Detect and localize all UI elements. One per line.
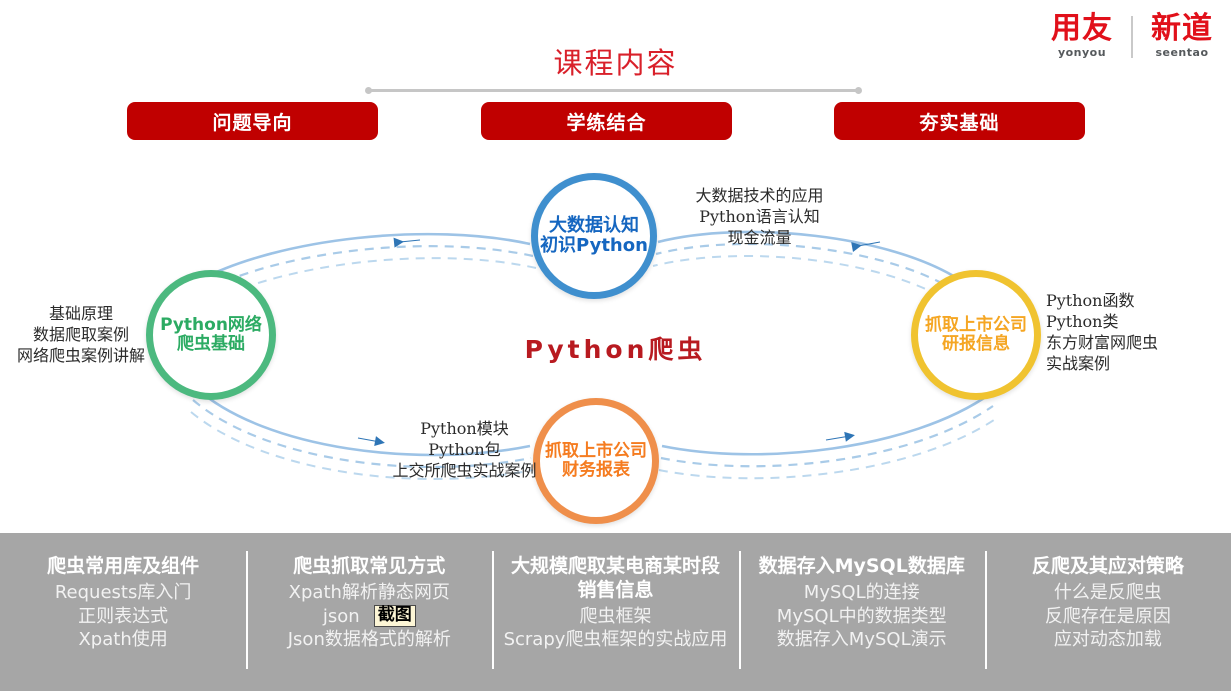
- strip-item-0-2: Xpath使用: [78, 629, 168, 651]
- caption-left-1: 数据爬取案例: [32, 325, 129, 345]
- diagram-center-label: Python爬虫: [524, 335, 707, 364]
- strip-item-2-1: Scrapy爬虫框架的实战应用: [503, 629, 728, 651]
- strip-item-0-0: Requests库入门: [54, 581, 192, 603]
- node-green-line1: Python网络: [160, 314, 262, 335]
- logo-yonyou: 用友 yonyou: [1051, 11, 1113, 60]
- caption-right-3: 实战案例: [1046, 354, 1111, 374]
- strip-column-libraries: 爬虫常用库及组件 Requests库入门 正则表达式 Xpath使用: [0, 533, 246, 691]
- strip-item-1-1-row: json 截图: [323, 605, 416, 629]
- strip-item-3-0: MySQL的连接: [803, 581, 920, 603]
- strip-item-1-2: Json数据格式的解析: [287, 629, 451, 651]
- strip-item-1-1: json: [322, 605, 360, 627]
- strip-item-1-0: Xpath解析静态网页: [288, 581, 450, 603]
- caption-right-2: 东方财富网爬虫: [1046, 333, 1159, 353]
- strip-item-0-1: 正则表达式: [78, 605, 169, 627]
- strip-column-anti-crawler: 反爬及其应对策略 什么是反爬虫 反爬存在是原因 应对动态加载: [984, 533, 1231, 691]
- caption-top-2: 现金流量: [727, 228, 792, 248]
- caption-right: Python函数 Python类 东方财富网爬虫 实战案例: [1046, 290, 1216, 374]
- strip-column-ecommerce: 大规模爬取某电商某时段销售信息 爬虫框架 Scrapy爬虫框架的实战应用: [492, 533, 738, 691]
- node-python-crawler-basics[interactable]: Python网络 爬虫基础: [146, 270, 276, 400]
- caption-bottom-2: 上交所爬虫实战案例: [392, 461, 537, 481]
- logo-seentao-en: seentao: [1155, 46, 1209, 59]
- pill-learn-practice[interactable]: 学练结合: [481, 102, 732, 140]
- cycle-diagram: Python爬虫 Python网络 爬虫基础 大数据认知 初识Python 抓取…: [0, 150, 1231, 525]
- node-blue-line2: 初识Python: [540, 235, 648, 256]
- caption-right-1: Python类: [1046, 312, 1119, 332]
- caption-bottom: Python模块 Python包 上交所爬虫实战案例: [362, 418, 567, 481]
- strip-item-4-2: 应对动态加载: [1053, 629, 1162, 651]
- connector-bar: [369, 89, 858, 92]
- node-bigdata-python[interactable]: 大数据认知 初识Python: [531, 173, 657, 299]
- caption-top-1: Python语言认知: [699, 207, 820, 227]
- strip-head-2: 大规模爬取某电商某时段销售信息: [511, 555, 721, 601]
- node-gold-line2: 研报信息: [942, 334, 1010, 354]
- connector-dot-right: [855, 87, 862, 94]
- caption-left-2: 网络爬虫案例讲解: [16, 346, 145, 366]
- caption-bottom-0: Python模块: [420, 419, 509, 438]
- connector-dot-left: [365, 87, 372, 94]
- node-financial-statement[interactable]: 抓取上市公司 财务报表: [533, 398, 659, 524]
- caption-right-0: Python函数: [1046, 291, 1135, 310]
- strip-head-4: 反爬及其应对策略: [1031, 555, 1184, 577]
- caption-bottom-1: Python包: [428, 440, 501, 460]
- cycle-arcs: [190, 230, 998, 480]
- node-orange-line2: 财务报表: [562, 460, 630, 480]
- logo-yonyou-en: yonyou: [1057, 46, 1107, 59]
- logo-seentao: 新道 seentao: [1151, 11, 1213, 60]
- pill-problem-oriented[interactable]: 问题导向: [127, 102, 378, 140]
- logo-yonyou-cn: 用友: [1051, 11, 1113, 46]
- bottom-topic-strip: 爬虫常用库及组件 Requests库入门 正则表达式 Xpath使用 爬虫抓取常…: [0, 533, 1231, 691]
- node-blue-line1: 大数据认知: [549, 214, 639, 236]
- page-title: 课程内容: [553, 46, 678, 80]
- caption-top: 大数据技术的应用 Python语言认知 现金流量: [672, 185, 847, 248]
- node-research-report[interactable]: 抓取上市公司 研报信息: [911, 270, 1041, 400]
- pill-solid-foundation[interactable]: 夯实基础: [834, 102, 1085, 140]
- strip-item-4-1: 反爬存在是原因: [1044, 605, 1171, 627]
- logo-divider: [1131, 16, 1133, 58]
- pill-connector-line: [365, 86, 862, 94]
- caption-left: 基础原理 数据爬取案例 网络爬虫案例讲解: [6, 303, 156, 366]
- logo-seentao-cn: 新道: [1151, 11, 1213, 46]
- strip-item-3-1: MySQL中的数据类型: [776, 605, 947, 627]
- strip-head-0: 爬虫常用库及组件: [47, 555, 200, 577]
- brand-logo: 用友 yonyou 新道 seentao: [1051, 11, 1213, 60]
- node-gold-line1: 抓取上市公司: [925, 314, 1027, 335]
- screenshot-badge[interactable]: 截图: [373, 605, 416, 628]
- strip-head-3: 数据存入MySQL数据库: [758, 555, 965, 577]
- strip-item-2-0: 爬虫框架: [579, 605, 652, 627]
- caption-top-0: 大数据技术的应用: [695, 186, 824, 205]
- strip-column-mysql: 数据存入MySQL数据库 MySQL的连接 MySQL中的数据类型 数据存入My…: [738, 533, 985, 691]
- strip-item-3-2: 数据存入MySQL演示: [776, 629, 947, 651]
- strip-head-1: 爬虫抓取常见方式: [293, 555, 446, 577]
- node-green-line2: 爬虫基础: [177, 334, 245, 354]
- strip-column-fetch-methods: 爬虫抓取常见方式 Xpath解析静态网页 json 截图 Json数据格式的解析: [246, 533, 492, 691]
- caption-left-0: 基础原理: [48, 304, 113, 323]
- node-orange-line1: 抓取上市公司: [545, 440, 647, 461]
- strip-item-4-0: 什么是反爬虫: [1053, 581, 1162, 603]
